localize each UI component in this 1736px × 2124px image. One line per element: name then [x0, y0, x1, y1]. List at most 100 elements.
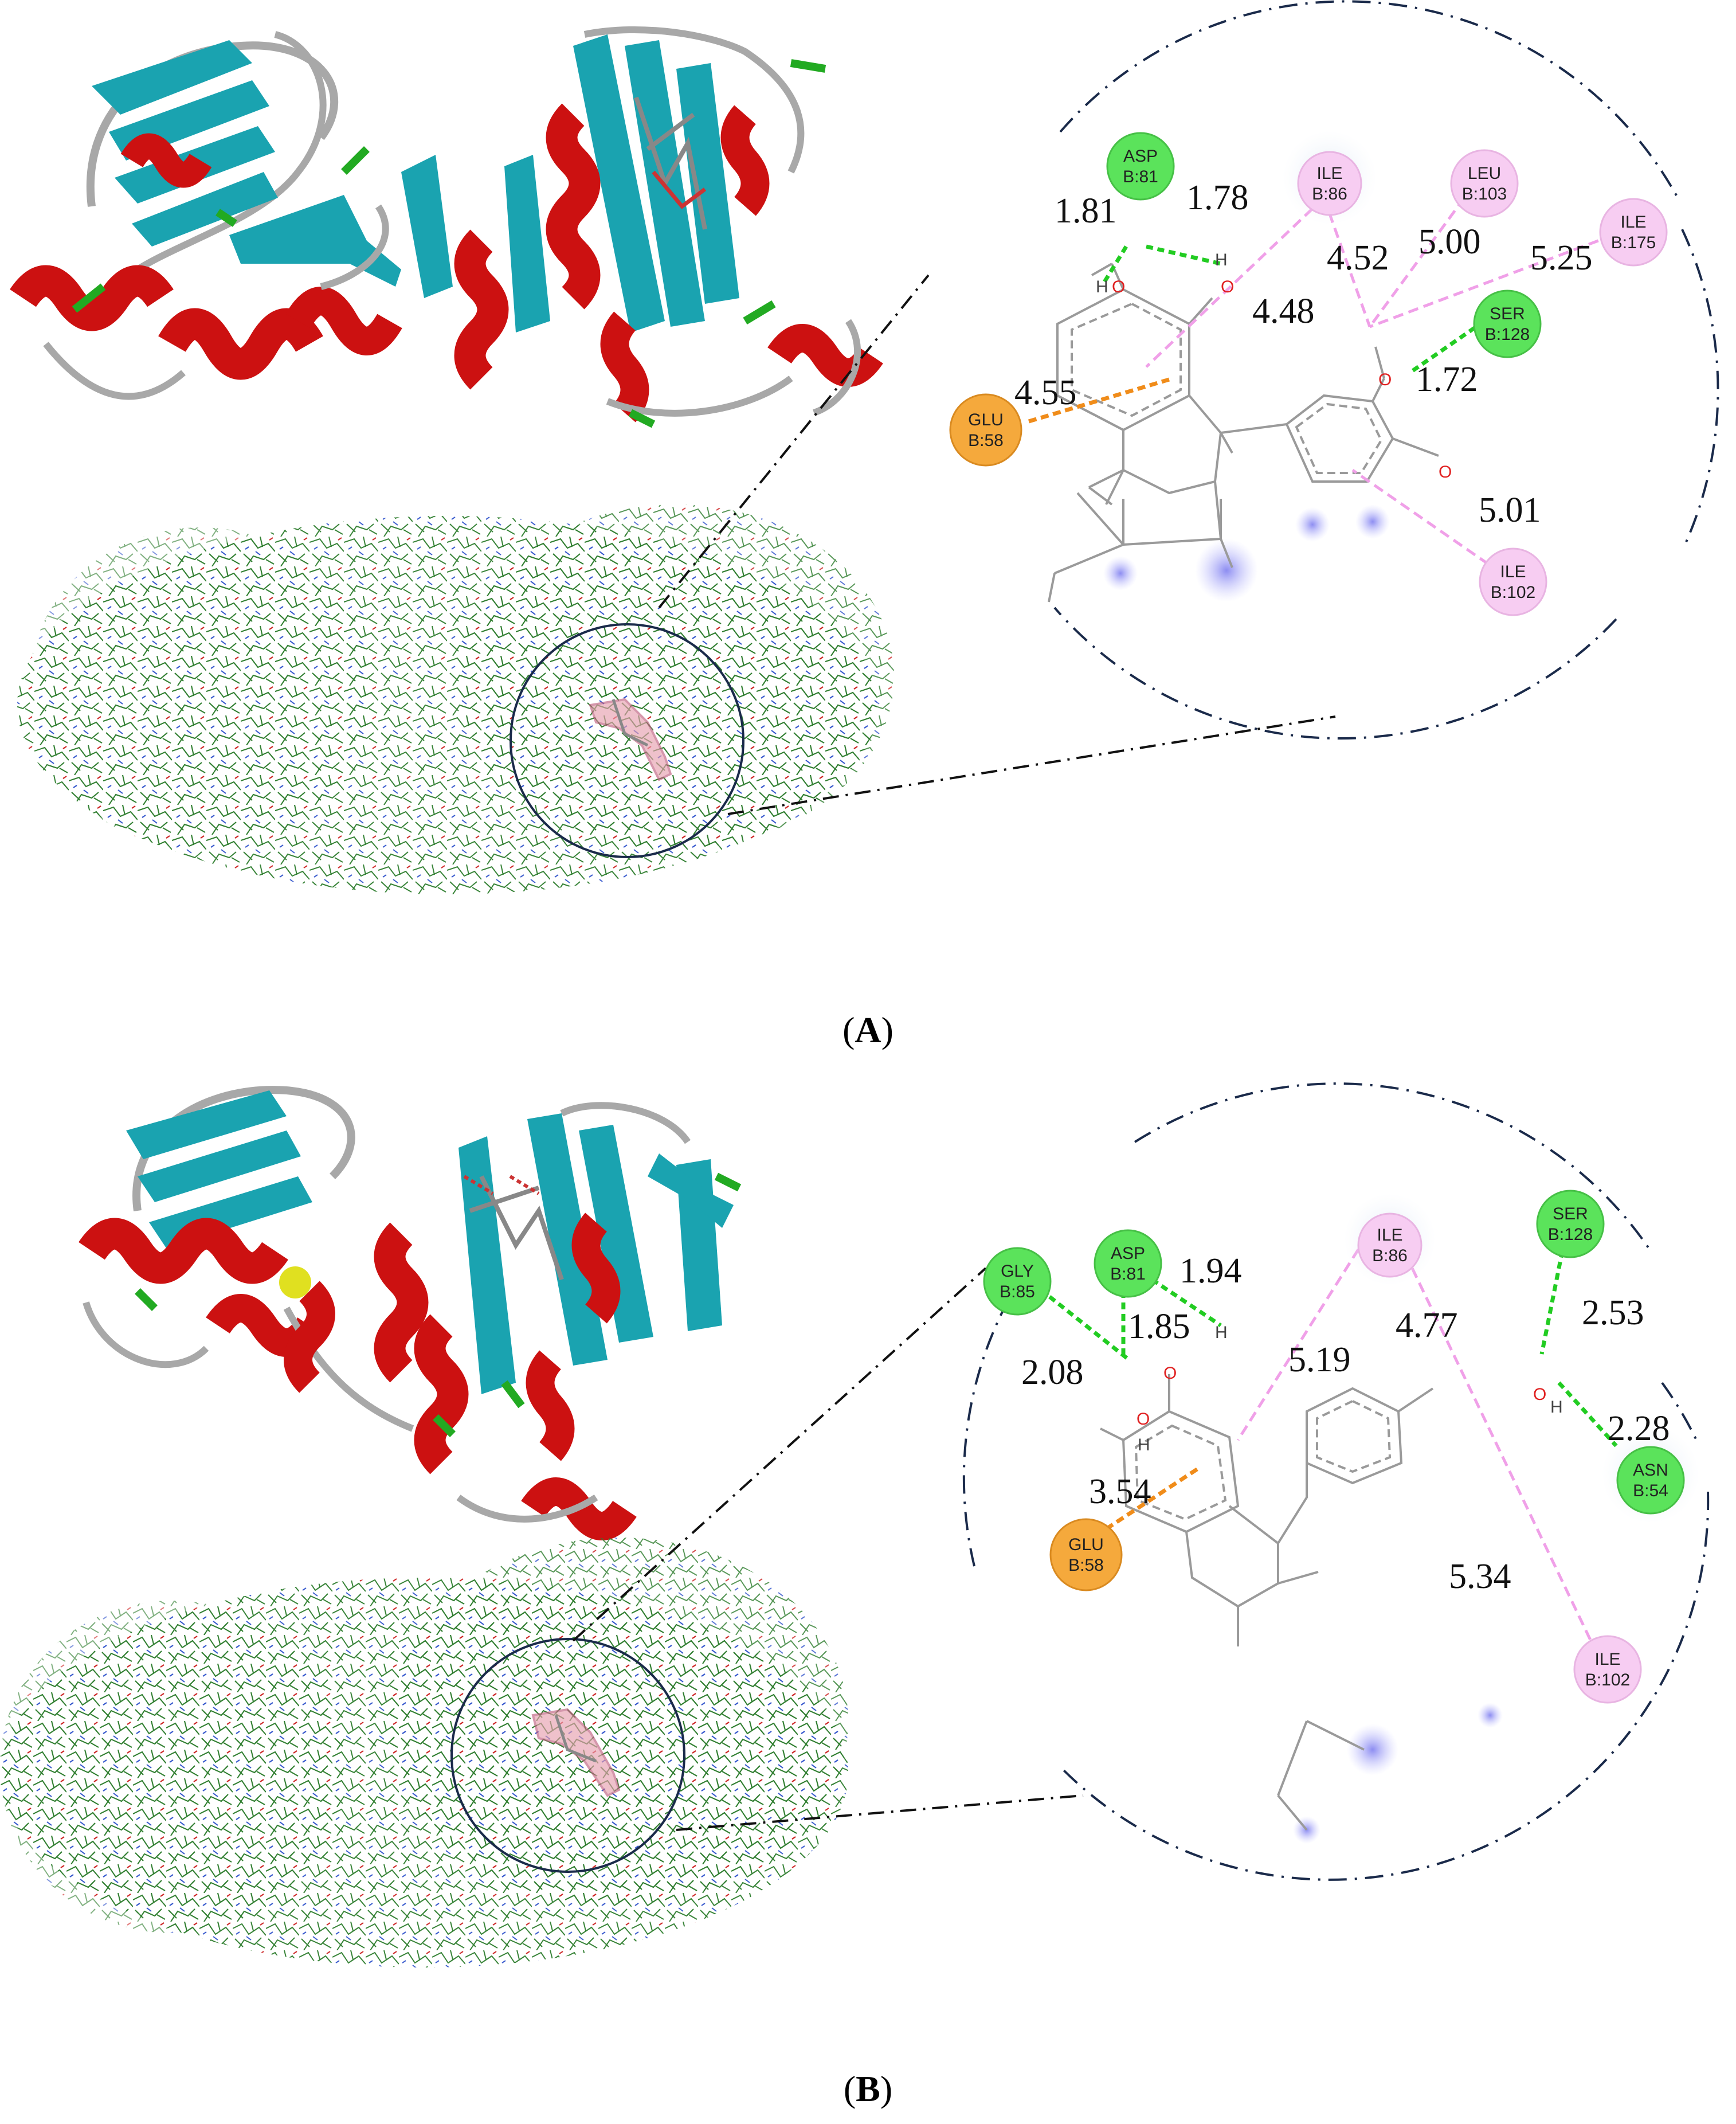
protein-wireframe-a: [17, 504, 894, 894]
distance-b3: 2.08: [1021, 1353, 1084, 1392]
distance-b8: 3.54: [1089, 1472, 1151, 1511]
svg-text:B:54: B:54: [1633, 1481, 1668, 1500]
connector-upper-a: [658, 274, 930, 609]
svg-text:B:86: B:86: [1312, 185, 1347, 204]
svg-text:B:103: B:103: [1462, 185, 1507, 204]
hbond-asp81-o1: [1102, 245, 1128, 285]
ligand-skeleton-a: [1048, 263, 1439, 603]
svg-text:B:86: B:86: [1372, 1246, 1408, 1265]
distance-b4: 5.19: [1288, 1340, 1351, 1379]
atom-h-b3: H: [1550, 1398, 1563, 1417]
svg-text:LEU: LEU: [1468, 164, 1501, 183]
hydrophobic-glow-b1: [1347, 1724, 1398, 1775]
svg-text:B:102: B:102: [1491, 583, 1535, 602]
svg-text:B:81: B:81: [1123, 167, 1158, 186]
atom-o-b1: O: [1163, 1364, 1177, 1383]
atom-o-3: O: [1378, 370, 1392, 389]
zoom-circle-a: [1053, 0, 1719, 740]
distance-b2: 1.85: [1128, 1307, 1190, 1346]
atom-h-b1: H: [1215, 1323, 1228, 1342]
svg-text:B:58: B:58: [1068, 1556, 1104, 1575]
svg-text:B:102: B:102: [1585, 1671, 1630, 1689]
binding-site-circle-b: [450, 1638, 685, 1873]
hydrophobic-ile102: [1397, 1238, 1601, 1659]
panel-a: H O H O O O ASP B:81 ILE B:86 LEU B:103: [10, 0, 1719, 1050]
svg-text:SER: SER: [1490, 304, 1525, 323]
atom-h-b2: H: [1138, 1435, 1150, 1454]
distance-6: 5.25: [1530, 238, 1593, 277]
hbond-asn54: [1557, 1381, 1618, 1448]
distance-3: 4.48: [1252, 292, 1315, 331]
distance-b9: 5.34: [1449, 1557, 1511, 1596]
protein-wireframe-b: [0, 1538, 848, 1967]
residue-ile175-a: ILE B:175: [1599, 198, 1668, 267]
residue-ser128-a: SER B:128: [1473, 290, 1542, 358]
ligand-highlight-b: [531, 1708, 621, 1797]
svg-text:B:58: B:58: [968, 431, 1004, 450]
distance-5: 5.00: [1418, 222, 1481, 261]
atom-o-1: O: [1112, 277, 1125, 296]
ligand-skeleton-b: [1100, 1374, 1434, 1646]
svg-text:GLU: GLU: [1068, 1535, 1104, 1554]
residue-ile86-b: ILE B:86: [1344, 1194, 1436, 1285]
pi-anion-glu58: [1105, 1467, 1199, 1531]
distance-b7: 2.28: [1608, 1409, 1670, 1448]
connector-lower-b: [676, 1794, 1084, 1831]
distance-9: 5.01: [1479, 491, 1541, 530]
svg-text:B:81: B:81: [1110, 1265, 1146, 1284]
hbond-asp81-o2: [1151, 1278, 1222, 1327]
svg-text:ILE: ILE: [1377, 1226, 1402, 1245]
svg-text:ILE: ILE: [1500, 562, 1526, 581]
svg-text:ILE: ILE: [1594, 1650, 1620, 1669]
svg-text:GLU: GLU: [968, 410, 1004, 429]
panel-label-b: (B): [843, 2068, 893, 2109]
hydrophobic-leu103: [1368, 197, 1466, 328]
atom-o-4: O: [1439, 463, 1452, 482]
hydrophobic-glow-3: [1295, 507, 1330, 542]
hydrophobic-ile86-ring: [1236, 1221, 1377, 1441]
svg-text:GLY: GLY: [1001, 1262, 1034, 1281]
svg-text:ASP: ASP: [1111, 1244, 1145, 1263]
svg-text:B:85: B:85: [1000, 1282, 1035, 1301]
svg-text:B:175: B:175: [1611, 233, 1656, 252]
svg-text:B:128: B:128: [1548, 1225, 1593, 1244]
protein-ribbon-a: [10, 26, 883, 428]
svg-text:ASP: ASP: [1123, 147, 1158, 166]
residue-gly85-b: GLY B:85: [983, 1247, 1052, 1316]
distance-b5: 4.77: [1396, 1306, 1458, 1345]
hbond-ser128: [1409, 319, 1486, 374]
distance-b1: 1.94: [1179, 1251, 1242, 1290]
hydrophobic-glow-b3: [1478, 1703, 1503, 1728]
hbond-asp81-o2: [1146, 244, 1221, 266]
interaction-diagram-b: H O H O O H GLY B:85 ASP B:81 ILE B:86: [983, 1190, 1699, 1844]
hydrophobic-glow-2: [1195, 539, 1258, 602]
hydrophobic-ile102: [1351, 468, 1503, 575]
atom-o-b3: O: [1533, 1385, 1546, 1404]
ligand-highlight-a: [589, 698, 672, 781]
interaction-diagram-a: H O H O O O ASP B:81 ILE B:86 LEU B:103: [949, 131, 1668, 616]
distance-8: 4.55: [1014, 373, 1077, 412]
hydrophobic-ile175: [1369, 233, 1614, 328]
residue-glu58-a: GLU B:58: [949, 393, 1022, 467]
distance-2: 1.78: [1186, 178, 1249, 217]
residue-ile102-b: ILE B:102: [1573, 1635, 1642, 1704]
connector-lower-a: [727, 715, 1336, 815]
residue-ser128-b: SER B:128: [1536, 1190, 1605, 1258]
svg-text:ILE: ILE: [1316, 164, 1342, 183]
svg-text:ASN: ASN: [1633, 1461, 1668, 1480]
svg-text:B:128: B:128: [1485, 325, 1530, 344]
panel-label-a: (A): [842, 1010, 894, 1050]
hydrophobic-glow-4: [1355, 504, 1390, 539]
protein-ribbon-b: [79, 1086, 742, 1540]
distance-7: 1.72: [1416, 360, 1478, 399]
hydrophobic-glow-1: [1103, 556, 1138, 590]
connector-upper-b: [572, 1267, 987, 1642]
atom-h-2: H: [1215, 251, 1228, 269]
residue-asn54-b: ASN B:54: [1602, 1426, 1699, 1523]
hbond-gly85: [1030, 1281, 1131, 1362]
distance-1: 1.81: [1055, 191, 1117, 230]
residue-ile86-a: ILE B:86: [1283, 131, 1377, 225]
atom-o-b2: O: [1137, 1410, 1150, 1429]
hbond-ser128: [1539, 1239, 1567, 1355]
panel-b-figure: H O H O O H GLY B:85 ASP B:81 ILE B:86: [0, 1082, 1710, 1967]
